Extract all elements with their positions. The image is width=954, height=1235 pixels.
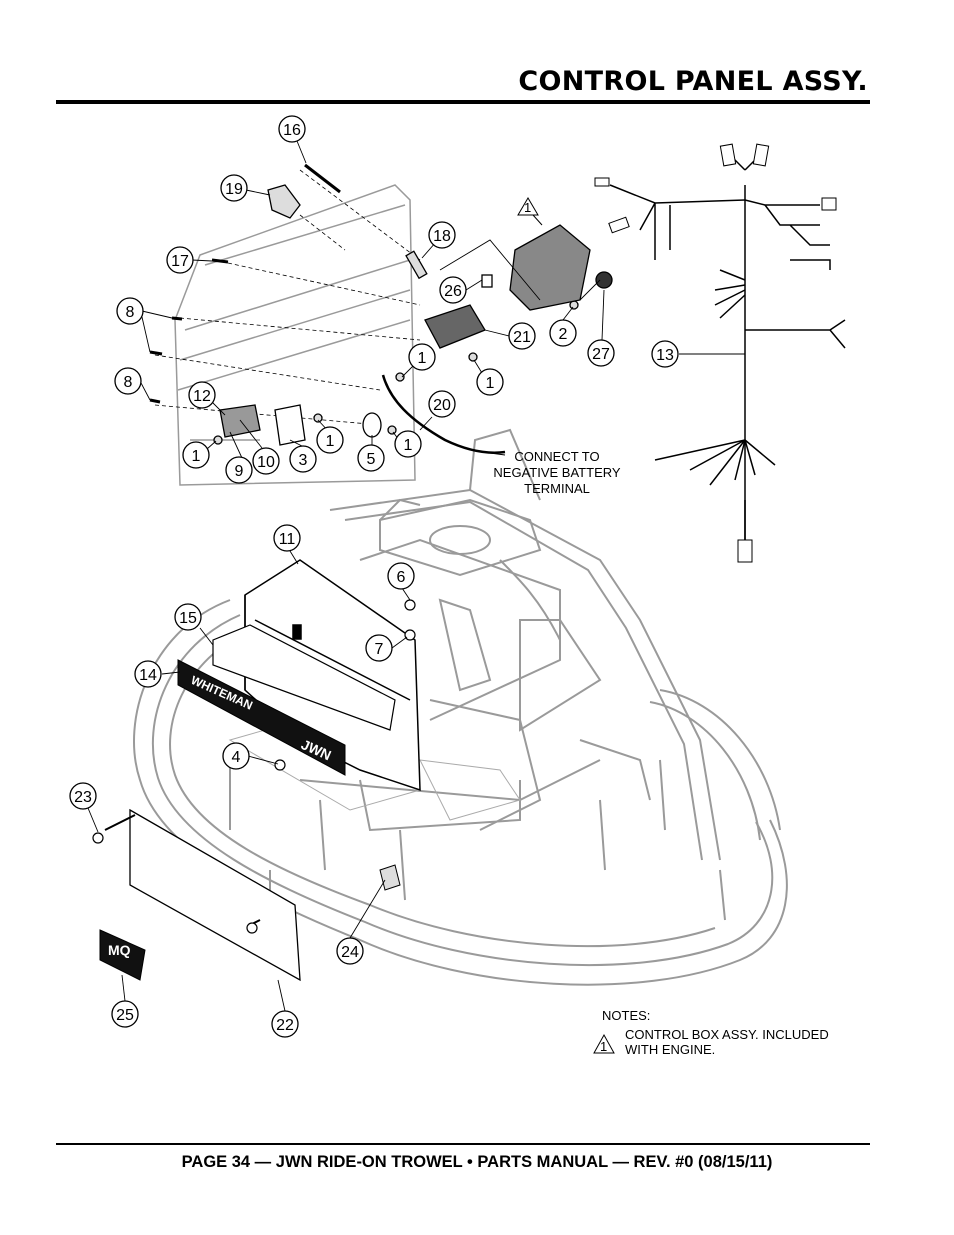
callout-15: 15 — [174, 603, 202, 631]
svg-text:27: 27 — [592, 346, 610, 363]
callout-24: 24 — [336, 937, 364, 965]
callout-1c: 1 — [316, 426, 344, 454]
svg-text:18: 18 — [433, 228, 451, 245]
svg-text:1: 1 — [326, 433, 335, 450]
callout-10: 10 — [252, 447, 280, 475]
svg-text:25: 25 — [116, 1007, 134, 1024]
callout-27: 27 — [587, 339, 615, 367]
svg-text:7: 7 — [375, 641, 384, 658]
screws — [92, 599, 416, 934]
svg-text:2: 2 — [559, 326, 568, 343]
footer-rule — [56, 1143, 870, 1145]
callout-7: 7 — [365, 634, 393, 662]
callout-5: 5 — [357, 444, 385, 472]
svg-text:CONNECT TO: CONNECT TO — [514, 449, 599, 464]
svg-text:1: 1 — [192, 448, 201, 465]
callout-22: 22 — [271, 1010, 299, 1038]
connect-note: CONNECT TO NEGATIVE BATTERY TERMINAL — [493, 449, 620, 496]
svg-text:6: 6 — [397, 569, 406, 586]
callout-8a: 8 — [116, 297, 144, 325]
rear-panel — [174, 184, 416, 486]
panel-plate — [212, 624, 396, 731]
svg-text:MQ: MQ — [108, 942, 131, 958]
callout-25: 25 — [111, 1000, 139, 1028]
svg-text:17: 17 — [171, 253, 189, 270]
svg-text:8: 8 — [124, 374, 133, 391]
page-title: CONTROL PANEL ASSY. — [518, 66, 868, 97]
page-footer: PAGE 34 — JWN RIDE-ON TROWEL • PARTS MAN… — [181, 1153, 773, 1171]
svg-text:10: 10 — [257, 454, 275, 471]
svg-text:23: 23 — [74, 789, 92, 806]
battery-cable — [381, 374, 506, 454]
leader-lines-dashed — [154, 169, 421, 426]
svg-text:TERMINAL: TERMINAL — [524, 481, 590, 496]
callout-1e: 1 — [182, 441, 210, 469]
callout-26: 26 — [439, 276, 467, 304]
callout-12: 12 — [188, 381, 216, 409]
callout-14: 14 — [134, 660, 162, 688]
note-triangle-marker: 1 — [517, 197, 543, 226]
svg-text:14: 14 — [139, 667, 157, 684]
callout-3: 3 — [289, 445, 317, 473]
svg-text:NOTES:: NOTES: — [602, 1008, 650, 1023]
svg-text:12: 12 — [193, 388, 211, 405]
svg-text:16: 16 — [283, 122, 301, 139]
callout-20: 20 — [428, 390, 456, 418]
callout-11: 11 — [273, 524, 301, 552]
callout-1a: 1 — [408, 343, 436, 371]
callout-23: 23 — [69, 782, 97, 810]
svg-text:5: 5 — [367, 451, 376, 468]
callout-17: 17 — [166, 246, 194, 274]
callout-9: 9 — [225, 456, 253, 484]
svg-text:24: 24 — [341, 944, 359, 961]
svg-text:19: 19 — [225, 181, 243, 198]
svg-text:1: 1 — [524, 200, 531, 215]
leader-lines — [87, 140, 745, 1012]
svg-text:1: 1 — [418, 350, 427, 367]
svg-text:8: 8 — [126, 304, 135, 321]
bracket-24 — [379, 864, 401, 891]
svg-text:3: 3 — [299, 452, 308, 469]
svg-text:NEGATIVE BATTERY: NEGATIVE BATTERY — [493, 465, 620, 480]
svg-text:1: 1 — [486, 375, 495, 392]
svg-text:15: 15 — [179, 610, 197, 627]
callout-1d: 1 — [394, 430, 422, 458]
svg-text:1: 1 — [600, 1039, 607, 1054]
svg-text:1: 1 — [404, 437, 413, 454]
hardware-parts — [149, 163, 613, 446]
wiring-harness — [609, 154, 846, 545]
svg-text:CONTROL BOX ASSY. INCLUDED: CONTROL BOX ASSY. INCLUDED — [625, 1027, 829, 1042]
mq-logo-decal: MQ — [99, 929, 146, 981]
svg-text:26: 26 — [444, 283, 462, 300]
callout-8b: 8 — [114, 367, 142, 395]
callout-18: 18 — [428, 221, 456, 249]
svg-text:11: 11 — [279, 531, 296, 548]
callout-2: 2 — [549, 319, 577, 347]
callout-13: 13 — [651, 340, 679, 368]
svg-text:22: 22 — [276, 1017, 294, 1034]
svg-text:9: 9 — [235, 463, 244, 480]
harness-connectors — [594, 143, 837, 563]
callout-21: 21 — [508, 322, 536, 350]
svg-text:13: 13 — [656, 347, 674, 364]
callout-1b: 1 — [476, 368, 504, 396]
callout-4: 4 — [222, 742, 250, 770]
svg-text:WITH ENGINE.: WITH ENGINE. — [625, 1042, 715, 1057]
svg-text:21: 21 — [513, 329, 531, 346]
callout-19: 19 — [220, 174, 248, 202]
svg-text:4: 4 — [232, 749, 241, 766]
header-rule — [56, 100, 870, 104]
callout-6: 6 — [387, 562, 415, 590]
notes-block: NOTES: 1 CONTROL BOX ASSY. INCLUDED WITH… — [593, 1008, 829, 1057]
svg-text:20: 20 — [433, 397, 451, 414]
callout-16: 16 — [278, 115, 306, 143]
